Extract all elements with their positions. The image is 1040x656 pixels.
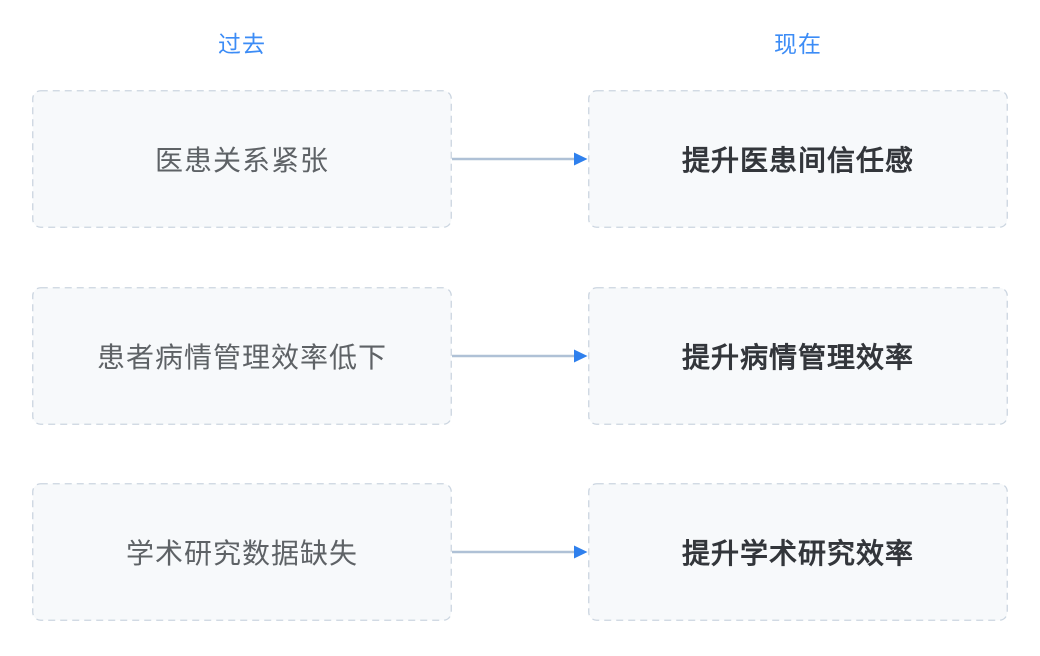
present-box-label: 提升医患间信任感 bbox=[681, 145, 914, 176]
past-box-label: 学术研究数据缺失 bbox=[125, 538, 358, 569]
dashed-card-border bbox=[32, 90, 452, 228]
column-header-present: 现在 bbox=[774, 31, 822, 57]
dashed-card-border bbox=[32, 287, 452, 425]
past-box-label: 患者病情管理效率低下 bbox=[96, 342, 387, 373]
present-box-row3: 提升学术研究效率 bbox=[588, 483, 1008, 621]
dashed-card-border bbox=[32, 483, 452, 621]
flow-arrow-right-icon bbox=[452, 483, 588, 621]
past-box-row2: 患者病情管理效率低下 bbox=[32, 287, 452, 425]
dashed-card-border bbox=[588, 483, 1008, 621]
flow-arrow-right-icon bbox=[452, 90, 588, 228]
past-box-label: 医患关系紧张 bbox=[154, 145, 329, 176]
past-box-row1: 医患关系紧张 bbox=[32, 90, 452, 228]
dashed-card-border bbox=[588, 90, 1008, 228]
present-box-row2: 提升病情管理效率 bbox=[588, 287, 1008, 425]
column-header-past: 过去 bbox=[218, 31, 266, 57]
present-box-row1: 提升医患间信任感 bbox=[588, 90, 1008, 228]
flow-arrow-right-icon bbox=[452, 287, 588, 425]
present-box-label: 提升病情管理效率 bbox=[681, 342, 914, 373]
present-box-label: 提升学术研究效率 bbox=[681, 538, 914, 569]
dashed-card-border bbox=[588, 287, 1008, 425]
past-box-row3: 学术研究数据缺失 bbox=[32, 483, 452, 621]
